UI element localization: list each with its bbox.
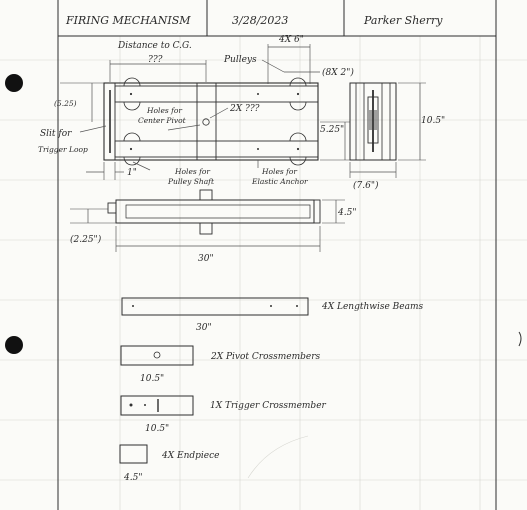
pivot-holes-label-1: Holes for	[146, 106, 182, 115]
sheet-date: 3/28/2023	[232, 14, 288, 27]
title-block: FIRING MECHANISM 3/28/2023 Parker Sherry	[57, 0, 497, 510]
pulleys-label: Pulleys	[223, 55, 257, 65]
pulley-shaft-label-2: Pulley Shaft	[167, 177, 215, 186]
pivot-crossmember	[196, 82, 217, 161]
end-view-width: (7.6")	[353, 180, 379, 191]
sheet-author: Parker Sherry	[363, 14, 443, 27]
pulley-bottom-left-under	[123, 156, 141, 166]
slit-label-1: Slit for	[40, 129, 72, 139]
distance-label: Distance to C.G.	[117, 41, 192, 51]
part-lengthwise-beam	[121, 297, 309, 316]
part-4-label: 4X Endpiece	[161, 451, 219, 461]
binder-hole-bottom	[5, 336, 23, 354]
inner-dimension: 5.25"	[320, 125, 344, 135]
pulley-spacing: (8X 2")	[322, 67, 354, 78]
edge-mark	[518, 331, 522, 347]
pulley-bottom-left	[123, 132, 141, 142]
end-view: 10.5" (7.6")	[349, 82, 445, 191]
pulley-top-right	[289, 77, 307, 87]
part-4-dimension: 4.5"	[123, 473, 142, 483]
left-endpiece	[103, 82, 116, 161]
end-view-frame	[349, 82, 397, 161]
top-view: Distance to C.G. ??? Pulleys 4X 6" (8X 2…	[38, 35, 354, 186]
pulley-top-left	[123, 77, 141, 87]
distance-value: ???	[148, 55, 163, 65]
side-length-dimension: 30"	[198, 254, 214, 264]
sheet-title: FIRING MECHANISM	[65, 14, 191, 27]
part-3-label: 1X Trigger Crossmember	[210, 401, 327, 411]
binder-hole-top	[5, 74, 23, 92]
slit-label-2: Trigger Loop	[38, 145, 88, 154]
edge-dimension: 1"	[127, 168, 137, 178]
pulley-top-right-under	[289, 101, 307, 111]
slit-dimension: (5.25)	[54, 99, 77, 108]
anchor-label-2: Elastic Anchor	[251, 177, 308, 186]
center-pivot-hole	[202, 118, 210, 126]
part-endpiece	[119, 444, 148, 464]
side-height-dimension: 4.5"	[337, 208, 356, 218]
part-trigger-crossmember	[120, 395, 194, 416]
pulley-bottom-right-under	[289, 156, 307, 166]
side-view-frame	[115, 199, 315, 224]
part-2-dimension: 10.5"	[140, 374, 164, 384]
part-1-dimension: 30"	[196, 323, 212, 333]
top-beam	[114, 85, 319, 103]
part-3-dimension: 10.5"	[145, 424, 169, 434]
part-2-label: 2X Pivot Crossmembers	[210, 352, 321, 362]
pulley-shaft-label-1: Holes for	[174, 167, 210, 176]
part-pivot-crossmember	[120, 345, 194, 366]
pulley-bottom-right	[289, 132, 307, 142]
pulleys-count: 4X 6"	[278, 35, 304, 45]
top-view-frame	[103, 82, 319, 161]
pulley-top-left-under	[123, 101, 141, 111]
grid-lines	[0, 36, 527, 510]
bottom-beam	[114, 140, 319, 158]
end-view-height: 10.5"	[421, 116, 445, 126]
pivot-holes-label-2: Center Pivot	[138, 116, 187, 125]
part-1-label: 4X Lengthwise Beams	[321, 302, 423, 312]
anchor-label-1: Holes for	[261, 167, 297, 176]
parts-list: 4X Lengthwise Beams 30" 2X Pivot Crossme…	[119, 297, 423, 483]
side-view: (2.25") 4.5" 30"	[70, 189, 356, 264]
pivot-count: 2X ???	[229, 104, 260, 114]
side-offset-dimension: (2.25")	[70, 234, 102, 245]
